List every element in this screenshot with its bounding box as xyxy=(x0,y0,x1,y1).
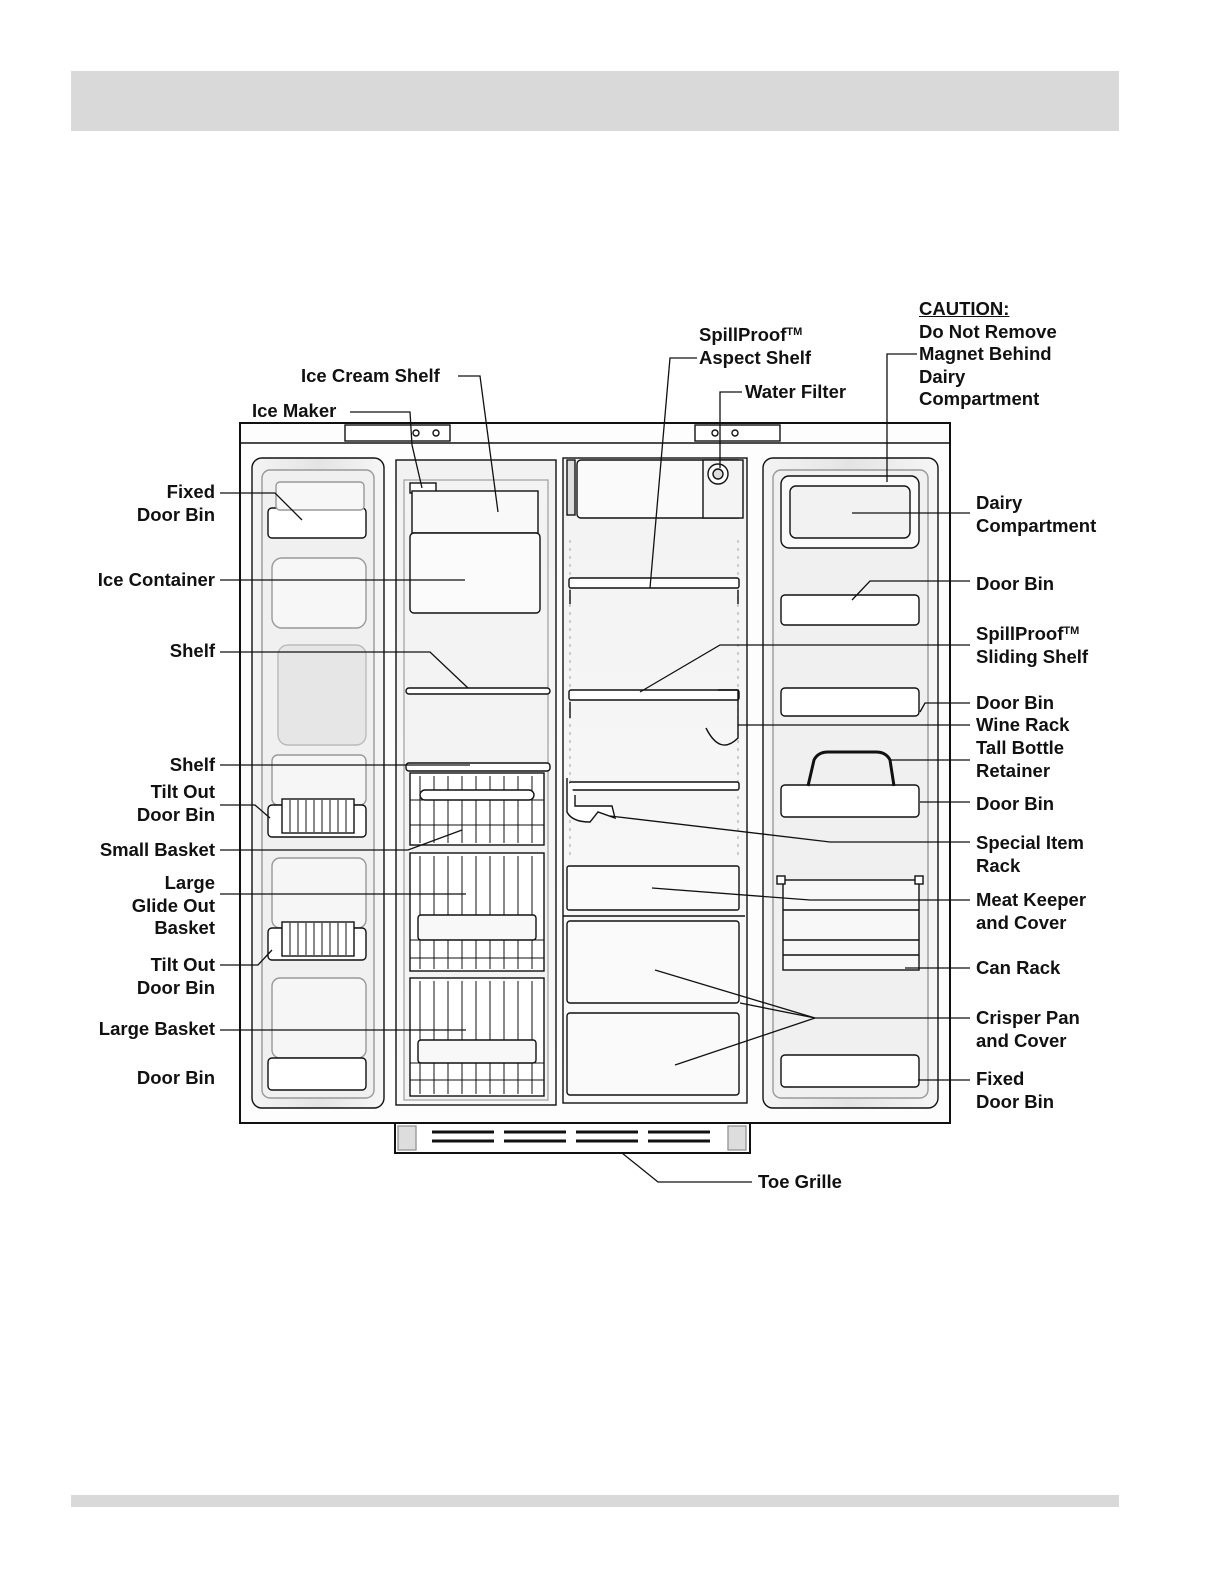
fixed-door-bin-right xyxy=(780,1054,920,1088)
can-rack xyxy=(782,879,920,971)
label-door-bin-right-1: Door Bin xyxy=(976,573,1055,594)
label-large-glide-out-basket: Large Glide Out Basket xyxy=(131,872,215,938)
label-toe-grille: Toe Grille xyxy=(758,1171,842,1192)
label-shelf-lower: Shelf xyxy=(169,754,215,775)
header-band xyxy=(71,71,1119,131)
door-bin-left-bottom xyxy=(267,1057,367,1091)
label-shelf-upper: Shelf xyxy=(169,640,215,661)
label-meat-keeper-and-cover: Meat Keeper and Cover xyxy=(976,889,1087,933)
fresh-food-compartment xyxy=(562,457,748,1104)
wine-rack xyxy=(705,689,739,746)
label-dairy-compartment: Dairy Compartment xyxy=(976,492,1097,536)
label-tilt-out-door-bin-lower: Tilt Out Door Bin xyxy=(136,954,215,998)
crisper-pan-upper xyxy=(566,920,740,1004)
door-bin-right-2 xyxy=(780,687,920,717)
label-ice-maker: Ice Maker xyxy=(252,400,337,421)
label-can-rack: Can Rack xyxy=(976,957,1061,978)
label-special-item-rack: Special Item Rack xyxy=(976,832,1084,876)
label-door-bin-left-bottom: Door Bin xyxy=(136,1067,215,1088)
hinge-left xyxy=(344,424,451,442)
spillproof-sliding-shelf xyxy=(568,689,740,701)
label-door-bin-right-2: Door Bin xyxy=(976,692,1055,713)
spillproof-aspect-shelf xyxy=(568,577,740,589)
footer-band xyxy=(71,1495,1119,1507)
tall-bottle-retainer xyxy=(806,750,896,787)
label-door-bin-right-3: Door Bin xyxy=(976,793,1055,814)
label-fixed-door-bin-left: Fixed Door Bin xyxy=(136,481,215,525)
door-bin-right-1 xyxy=(780,594,920,626)
shelf-upper xyxy=(405,687,551,695)
label-tilt-out-door-bin-upper: Tilt Out Door Bin xyxy=(136,781,215,825)
label-tall-bottle-retainer: Tall Bottle Retainer xyxy=(976,737,1065,781)
fixed-door-bin-left xyxy=(267,507,367,539)
crisper-pan-lower xyxy=(566,1012,740,1096)
toe-grille xyxy=(394,1122,751,1154)
label-spillproof-aspect-shelf: SpillProofTM Aspect Shelf xyxy=(699,324,812,368)
label-water-filter: Water Filter xyxy=(745,381,847,402)
label-spillproof-sliding-shelf: SpillProofTM Sliding Shelf xyxy=(976,623,1089,667)
small-basket xyxy=(409,772,545,846)
label-crisper-pan-and-cover: Crisper Pan and Cover xyxy=(976,1007,1080,1051)
door-bin-right-3 xyxy=(780,784,920,818)
label-fixed-door-bin-right: Fixed Door Bin xyxy=(976,1068,1055,1112)
large-glide-out-basket xyxy=(409,852,545,972)
special-item-rack xyxy=(566,778,616,823)
label-ice-cream-shelf: Ice Cream Shelf xyxy=(301,365,440,386)
shelf-lower xyxy=(405,762,551,772)
leader-lines xyxy=(220,353,970,1183)
ice-cream-shelf xyxy=(411,490,539,534)
label-ice-container: Ice Container xyxy=(97,569,215,590)
label-wine-rack: Wine Rack xyxy=(976,714,1070,735)
label-caution: CAUTION: Do Not Remove Magnet Behind Dai… xyxy=(919,298,1057,409)
large-basket xyxy=(409,977,545,1097)
ice-container xyxy=(409,532,541,614)
label-small-basket: Small Basket xyxy=(99,839,215,860)
label-large-basket: Large Basket xyxy=(98,1018,215,1039)
